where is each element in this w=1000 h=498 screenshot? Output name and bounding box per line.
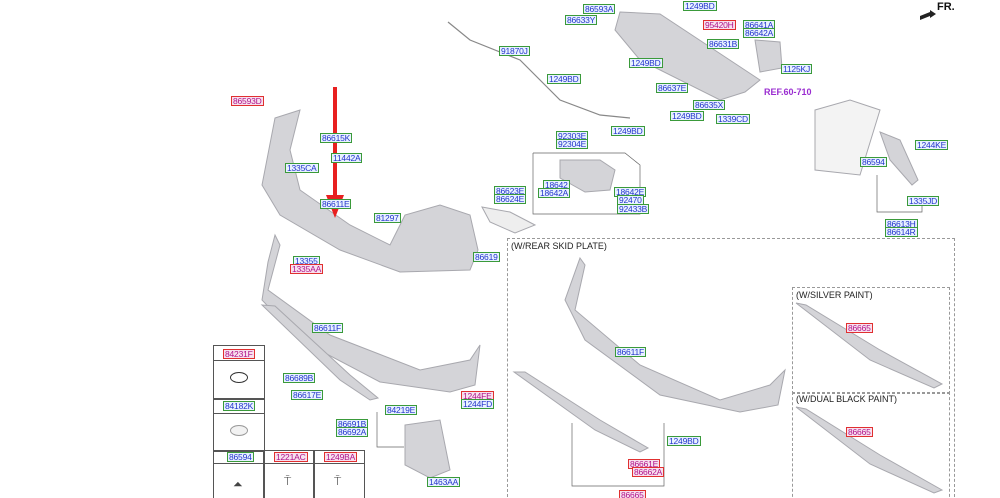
plug-icon bbox=[230, 425, 248, 436]
part-label[interactable]: 1249BD bbox=[667, 436, 701, 446]
clip-icon: ⏶ bbox=[233, 477, 243, 491]
bumper-beam bbox=[614, 11, 761, 101]
body-ref-panel bbox=[814, 99, 881, 176]
part-label[interactable]: 86631B bbox=[707, 39, 740, 49]
part-label[interactable]: 1249BD bbox=[683, 1, 717, 11]
part-label[interactable]: 86637E bbox=[656, 83, 689, 93]
silver-garnish bbox=[795, 302, 944, 389]
bolt-icon: ⍑ bbox=[334, 474, 342, 488]
part-label[interactable]: 1335JD bbox=[907, 196, 940, 206]
part-label[interactable]: 1335AA bbox=[290, 264, 324, 274]
part-label[interactable]: 1244KE bbox=[915, 140, 949, 150]
skid-garnish bbox=[512, 371, 650, 453]
part-label[interactable]: 86615K bbox=[320, 133, 353, 143]
screw-icon: ⍑ bbox=[284, 474, 292, 488]
part-label[interactable]: 86692A bbox=[336, 427, 369, 437]
side-bracket bbox=[879, 131, 919, 186]
mudguard bbox=[404, 419, 451, 479]
part-label[interactable]: 95420H bbox=[703, 20, 736, 30]
part-label[interactable]: 86642A bbox=[743, 28, 776, 38]
part-label[interactable]: 1244FD bbox=[461, 399, 495, 409]
legend-cell bbox=[213, 450, 265, 498]
part-label[interactable]: 86624E bbox=[494, 194, 527, 204]
part-label[interactable]: 92433B bbox=[617, 204, 650, 214]
front-direction-label: FR. bbox=[937, 1, 955, 13]
part-label[interactable]: 84219E bbox=[385, 405, 418, 415]
leader-line-group bbox=[571, 423, 665, 487]
rear-reflector-lamp bbox=[559, 159, 616, 193]
part-label[interactable]: 86689B bbox=[283, 373, 316, 383]
part-label[interactable]: 1125KJ bbox=[781, 64, 812, 74]
part-label[interactable]: 86611E bbox=[320, 199, 352, 209]
part-label[interactable]: 86633Y bbox=[565, 15, 598, 25]
part-label[interactable]: 1249BD bbox=[611, 126, 645, 136]
dual-black-paint-section bbox=[792, 392, 950, 498]
part-label[interactable]: 1339CD bbox=[716, 114, 750, 124]
section-caption: (W/SILVER PAINT) bbox=[796, 290, 873, 300]
part-label[interactable]: 86619 bbox=[473, 252, 500, 262]
skid-bumper-2 bbox=[564, 256, 786, 413]
part-label[interactable]: 1335CA bbox=[285, 163, 319, 173]
section-caption: (W/REAR SKID PLATE) bbox=[511, 241, 607, 251]
legend-cell bbox=[213, 398, 265, 452]
part-label[interactable]: 86662A bbox=[632, 467, 665, 477]
leader-line-group bbox=[876, 175, 923, 213]
rear-skid-plate-section bbox=[507, 238, 955, 498]
part-label[interactable]: 11442A bbox=[331, 153, 363, 163]
part-label[interactable]: 1249BD bbox=[670, 111, 704, 121]
legend-divider bbox=[213, 360, 265, 361]
part-label[interactable]: 86611F bbox=[615, 347, 646, 357]
part-label[interactable]: 86665 bbox=[846, 427, 873, 437]
part-label[interactable]: 1249BD bbox=[547, 74, 581, 84]
part-label[interactable]: 86635X bbox=[693, 100, 726, 110]
part-label[interactable]: 1463AA bbox=[427, 477, 461, 487]
part-label[interactable]: 86593A bbox=[583, 4, 616, 14]
legend-cell bbox=[263, 450, 315, 498]
silver-paint-section bbox=[792, 287, 950, 394]
part-label[interactable]: 84231F bbox=[223, 349, 255, 359]
part-label[interactable]: 86617E bbox=[291, 390, 324, 400]
wiring-harness bbox=[447, 21, 631, 119]
part-label[interactable]: 1249BA bbox=[324, 452, 358, 462]
part-label[interactable]: 92304E bbox=[556, 139, 589, 149]
black-garnish bbox=[795, 406, 944, 494]
part-label[interactable]: 86611F bbox=[312, 323, 343, 333]
part-label[interactable]: 86594 bbox=[227, 452, 254, 462]
reflector-bezel bbox=[481, 206, 537, 234]
garnish-strip bbox=[260, 304, 380, 401]
legend-cell bbox=[313, 450, 365, 498]
part-label[interactable]: 86665 bbox=[619, 490, 646, 498]
part-label[interactable]: 1221AC bbox=[274, 452, 308, 462]
part-label[interactable]: 81297 bbox=[374, 213, 401, 223]
rear-bumper-cover bbox=[261, 109, 479, 273]
part-label[interactable]: 1249BD bbox=[629, 58, 663, 68]
part-label[interactable]: 84182K bbox=[223, 401, 256, 411]
fr-arrow-icon bbox=[920, 10, 936, 20]
section-caption: (W/DUAL BLACK PAINT) bbox=[796, 394, 898, 404]
legend-cell bbox=[213, 345, 265, 400]
bracket-86641a bbox=[754, 39, 783, 73]
part-label[interactable]: 91870J bbox=[499, 46, 530, 56]
o-ring-icon bbox=[230, 372, 248, 383]
part-label[interactable]: 18642A bbox=[538, 188, 571, 198]
part-label[interactable]: 86665 bbox=[846, 323, 873, 333]
part-label[interactable]: 86614R bbox=[885, 227, 918, 237]
legend-divider bbox=[213, 413, 265, 414]
part-label[interactable]: 86594 bbox=[860, 157, 887, 167]
leader-line-group bbox=[376, 412, 404, 448]
reference-link[interactable]: REF.60-710 bbox=[764, 87, 812, 97]
legend-divider bbox=[213, 463, 365, 464]
part-label[interactable]: 86593D bbox=[231, 96, 264, 106]
